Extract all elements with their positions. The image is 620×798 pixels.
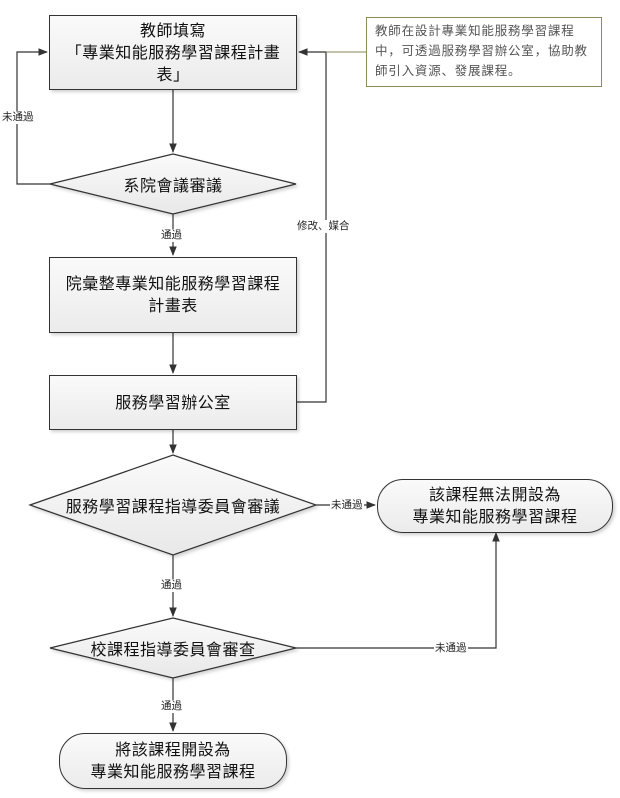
edge-label-revise: 修改、媒合 <box>296 220 351 233</box>
cannot-open-node: 該課程無法開設為 專業知能服務學習課程 <box>377 479 613 533</box>
school-review-diamond <box>49 617 297 679</box>
service-office-node: 服務學習辦公室 <box>49 375 297 430</box>
edge-label-school-pass: 通過 <box>160 700 183 713</box>
dept-review-diamond <box>49 153 297 215</box>
edge-label-school-fail: 未通過 <box>434 642 468 655</box>
college-compile-node: 院彙整專業知能服務學習課程 計畫表 <box>49 257 297 333</box>
open-course-node: 將該課程開設為 專業知能服務學習課程 <box>59 733 287 789</box>
edge-label-committee-fail: 未通過 <box>330 499 364 512</box>
annotation-note: 教師在設計專業知能服務學習課程中，可透過服務學習辦公室，協助教師引入資源、發展課… <box>366 17 602 87</box>
teacher-fill-node: 教師填寫 「專業知能服務學習課程計畫 表」 <box>49 15 297 90</box>
committee-review-diamond <box>28 454 318 556</box>
edge-label-dept-fail: 未通過 <box>1 111 35 124</box>
edge-school-fail <box>296 532 500 649</box>
edge-label-dept-pass: 通過 <box>160 229 183 242</box>
edge-label-committee-pass: 通過 <box>160 579 183 592</box>
